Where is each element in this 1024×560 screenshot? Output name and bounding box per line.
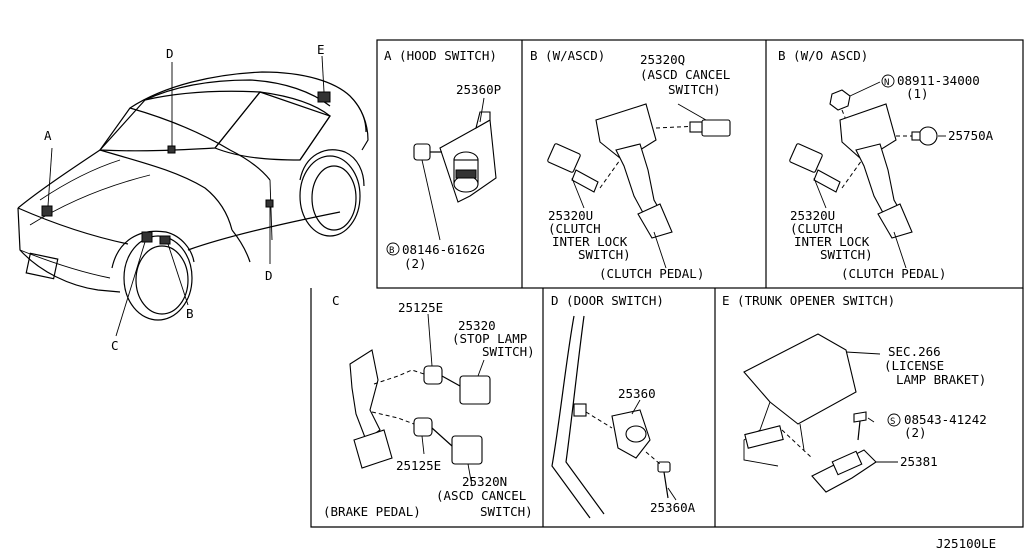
callout-d-door: D	[265, 268, 273, 283]
panel-a-bolt-qty: (2)	[404, 256, 427, 271]
panel-d-screw-part: 25360A	[650, 500, 696, 515]
callout-b: B	[186, 306, 194, 321]
panel-b1-clutch-name-2: INTER LOCK	[552, 234, 628, 249]
panel-b1-clutch-name-1: (CLUTCH	[548, 221, 601, 236]
panel-c-cancel-name-2: SWITCH)	[480, 504, 533, 519]
panel-a-title: A (HOOD SWITCH)	[384, 48, 497, 63]
panel-c-stop-name-1: (STOP LAMP	[452, 331, 527, 346]
panel-c-title: C	[332, 293, 340, 308]
panel-e-title: E (TRUNK OPENER SWITCH)	[722, 293, 895, 308]
panel-b2-nut-part: 08911-34000	[897, 73, 980, 88]
panel-e-sec-ref: SEC.266	[888, 344, 941, 359]
panel-b2-plug-part: 25750A	[948, 128, 994, 143]
panel-b2-clutch-part: 25320U	[790, 208, 835, 223]
panel-c-pedal: (BRAKE PEDAL)	[323, 504, 421, 519]
panel-b2-clutch-name-1: (CLUTCH	[790, 221, 843, 236]
panel-d-door-switch: D (DOOR SWITCH) 25360 25360A	[551, 293, 696, 519]
panel-e-screw-part: 08543-41242	[904, 412, 987, 427]
panel-a-hood-switch: A (HOOD SWITCH) 25360P B 08146-6162G (2)	[384, 48, 501, 271]
panel-b1-title: B (W/ASCD)	[530, 48, 605, 63]
panel-c-stop-name-2: SWITCH)	[482, 344, 535, 359]
panel-b1-cancel-part: 25320Q	[640, 52, 685, 67]
panel-b2-clutch-name-3: SWITCH)	[820, 247, 873, 262]
callout-e: E	[317, 42, 325, 57]
panel-e-switch-part: 25381	[900, 454, 938, 469]
panel-b1-clutch-part: 25320U	[548, 208, 593, 223]
panel-e-sec-name-1: (LICENSE	[884, 358, 944, 373]
callout-a: A	[44, 128, 52, 143]
panel-b1-cancel-name-2: SWITCH)	[668, 82, 721, 97]
panel-c-clip-top: 25125E	[398, 300, 443, 315]
panel-b2-clutch-name-2: INTER LOCK	[794, 234, 870, 249]
callout-c: C	[111, 338, 119, 353]
panel-b1-cancel-name-1: (ASCD CANCEL	[640, 67, 730, 82]
panel-e-screw-qty: (2)	[904, 425, 927, 440]
panel-b-without-ascd: B (W/O ASCD) N 08911-34000 (1) 25750A 25…	[778, 48, 994, 281]
drawing-number: J25100LE	[936, 536, 996, 551]
panel-frames	[310, 39, 1024, 528]
panel-c-cancel-name-1: (ASCD CANCEL	[436, 488, 526, 503]
panel-d-title: D (DOOR SWITCH)	[551, 293, 664, 308]
panel-e-trunk-opener: E (TRUNK OPENER SWITCH) SEC.266 (LICENSE…	[722, 293, 987, 493]
panel-b2-pedal: (CLUTCH PEDAL)	[841, 266, 946, 281]
panel-d-switch-part: 25360	[618, 386, 656, 401]
panel-c-stop-part: 25320	[458, 318, 496, 333]
panel-b1-pedal: (CLUTCH PEDAL)	[599, 266, 704, 281]
panel-a-bolt-part: 08146-6162G	[402, 242, 485, 257]
panel-e-sec-name-2: LAMP BRAKET)	[896, 372, 986, 387]
panel-b1-clutch-name-3: SWITCH)	[578, 247, 631, 262]
panel-c-cancel-part: 25320N	[462, 474, 507, 489]
panel-b-with-ascd: B (W/ASCD) 25320Q (ASCD CANCEL SWITCH) 2…	[530, 48, 731, 281]
panel-a-bolt-code: B	[389, 246, 394, 256]
panel-a-part-switch: 25360P	[456, 82, 501, 97]
car-overview: A D E D C B	[17, 42, 369, 353]
callout-d-roof: D	[166, 46, 174, 61]
panel-c-clip-bottom: 25125E	[396, 458, 441, 473]
panel-e-screw-code: S	[890, 417, 895, 427]
panel-b2-nut-code: N	[884, 78, 889, 88]
panel-c-brake: C 25125E 25320 (STOP LAMP SWITCH) 25125E…	[323, 293, 535, 519]
panel-b2-title: B (W/O ASCD)	[778, 48, 868, 63]
panel-b2-nut-qty: (1)	[906, 86, 929, 101]
